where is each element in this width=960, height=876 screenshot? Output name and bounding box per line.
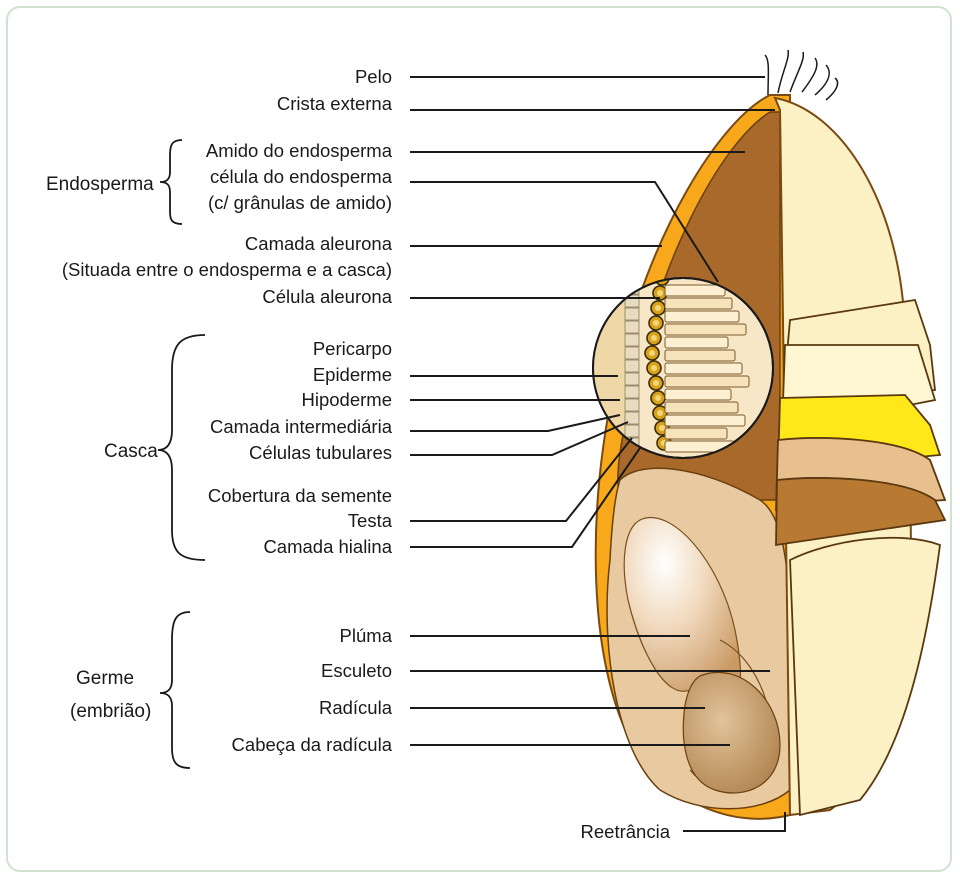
- label-situada-entre: (Situada entre o endosperma e a casca): [62, 259, 392, 280]
- label-pluma: Plúma: [340, 625, 393, 646]
- label-granulas-amido: (c/ grânulas de amido): [208, 192, 392, 213]
- label-cobertura-semente: Cobertura da semente: [208, 485, 392, 506]
- endosperm-cell: [665, 285, 725, 296]
- label-celula-endosperma: célula do endosperma: [210, 166, 393, 187]
- tubular-cell: [625, 399, 639, 411]
- aleurone-cell-nucleus: [651, 365, 657, 371]
- braces: [158, 140, 205, 768]
- leader-celulas-tubulares: [410, 422, 628, 455]
- tubular-cell: [625, 321, 639, 333]
- label-esculeto: Esculeto: [321, 660, 392, 681]
- tubular-cell: [625, 425, 639, 437]
- hair-tufts: [765, 50, 838, 100]
- aleurone-cell-nucleus: [649, 350, 655, 356]
- tubular-cell: [625, 347, 639, 359]
- group-casca: Casca: [104, 441, 158, 462]
- bran-flap-front: [790, 538, 940, 815]
- label-pericarpo: Pericarpo: [313, 338, 392, 359]
- group-germe: Germe: [76, 668, 134, 689]
- endosperm-cell: [665, 337, 728, 348]
- label-epiderme: Epiderme: [313, 364, 392, 385]
- tubular-cell: [625, 308, 639, 320]
- tubular-cell: [625, 360, 639, 372]
- tubular-cell: [625, 386, 639, 398]
- kernel-illustration: [593, 50, 945, 819]
- brace-germe: [160, 612, 190, 768]
- brace-casca: [158, 335, 205, 560]
- label-testa: Testa: [348, 510, 393, 531]
- aleurone-cell-nucleus: [657, 410, 663, 416]
- endosperm-cell: [665, 298, 732, 309]
- leader-camada-intermediaria: [410, 415, 620, 431]
- aleurone-cell-nucleus: [655, 305, 661, 311]
- endosperm-cell: [665, 311, 739, 322]
- aleurone-cell-nucleus: [655, 395, 661, 401]
- label-reetrancia: Reetrância: [581, 821, 671, 842]
- endosperm-cell: [665, 324, 746, 335]
- aleurone-cell-nucleus: [659, 425, 665, 431]
- label-radicula: Radícula: [319, 697, 393, 718]
- endosperm-cell: [665, 376, 749, 387]
- label-pelo: Pelo: [355, 66, 392, 87]
- endosperm-cell: [665, 415, 745, 426]
- endosperm-cell: [665, 363, 742, 374]
- aleurone-cell-nucleus: [653, 380, 659, 386]
- label-amido-endosperma: Amido do endosperma: [206, 140, 393, 161]
- endosperm-cell: [665, 389, 731, 400]
- group-endosperma: Endosperma: [46, 174, 154, 195]
- label-hipoderme: Hipoderme: [302, 389, 393, 410]
- tubular-cell: [625, 334, 639, 346]
- endosperm-cell: [665, 350, 735, 361]
- label-celula-aleurona: Célula aleurona: [262, 286, 392, 307]
- label-camada-hialina: Camada hialina: [263, 536, 392, 557]
- endosperm-cell: [665, 428, 727, 439]
- aleurone-cell-nucleus: [651, 335, 657, 341]
- aleurone-cell-nucleus: [653, 320, 659, 326]
- tubular-cell: [625, 282, 639, 294]
- label-crista-externa: Crista externa: [277, 93, 393, 114]
- label-camada-intermediaria: Camada intermediária: [210, 416, 393, 437]
- label-camada-aleurona: Camada aleurona: [245, 233, 393, 254]
- brace-endosperma: [160, 140, 182, 224]
- label-cabeca-radicula: Cabeça da radícula: [232, 734, 393, 755]
- aleurone-cell-nucleus: [657, 290, 663, 296]
- label-celulas-tubulares: Células tubulares: [249, 442, 392, 463]
- tubular-cell: [625, 373, 639, 385]
- group-embriao: (embrião): [70, 701, 151, 722]
- endosperm-cell: [665, 402, 738, 413]
